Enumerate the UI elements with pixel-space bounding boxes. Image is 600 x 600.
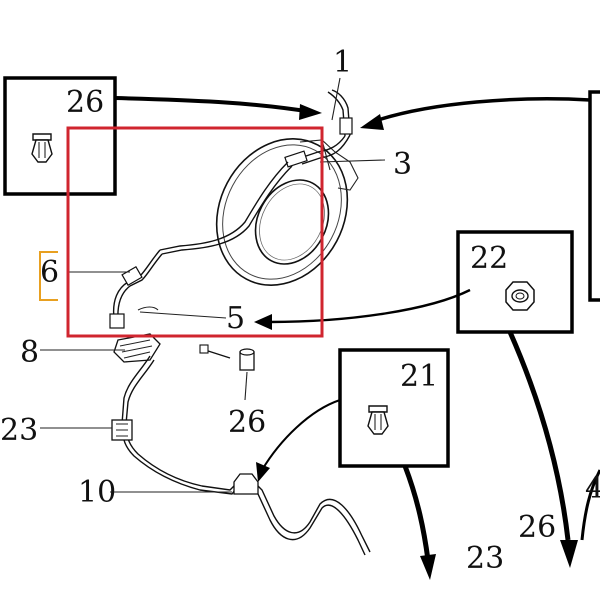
callout-box-22	[456, 230, 574, 334]
part-label-21: 21	[400, 359, 438, 394]
mounting-bracket	[113, 333, 161, 363]
part-label-26-bottom: 26	[518, 510, 556, 545]
part-label-23: 23	[0, 413, 38, 448]
spacer-sleeve-icon	[199, 344, 255, 371]
brake-hose	[109, 249, 163, 329]
push-clip-icon	[31, 133, 53, 163]
callout-box-26	[3, 76, 117, 196]
callout-arrows	[114, 96, 600, 580]
part-label-1: 1	[333, 45, 352, 80]
highlight-box	[66, 126, 324, 338]
brake-disc-shield	[215, 138, 359, 286]
part-label-4-partial: 4	[585, 471, 600, 506]
part-label-10: 10	[78, 475, 116, 510]
brake-pipe-upper	[159, 89, 353, 255]
part-label-3: 3	[393, 147, 412, 182]
brake-line-lower	[111, 355, 371, 556]
label6-bracket	[39, 251, 58, 301]
push-clip-icon	[367, 405, 389, 435]
part-label-5: 5	[226, 301, 245, 336]
part-label-23-bottom: 23	[466, 541, 504, 576]
callout-box-21	[338, 348, 450, 468]
leader-lines	[40, 77, 386, 493]
part-label-6: 6	[40, 255, 59, 290]
callout-box-partial-right	[588, 90, 600, 302]
part-label-26-box: 26	[66, 85, 104, 120]
hex-nut-icon	[505, 281, 535, 311]
part-label-26-sleeve: 26	[228, 405, 266, 440]
part-label-22: 22	[470, 241, 508, 276]
part-label-8: 8	[20, 335, 39, 370]
